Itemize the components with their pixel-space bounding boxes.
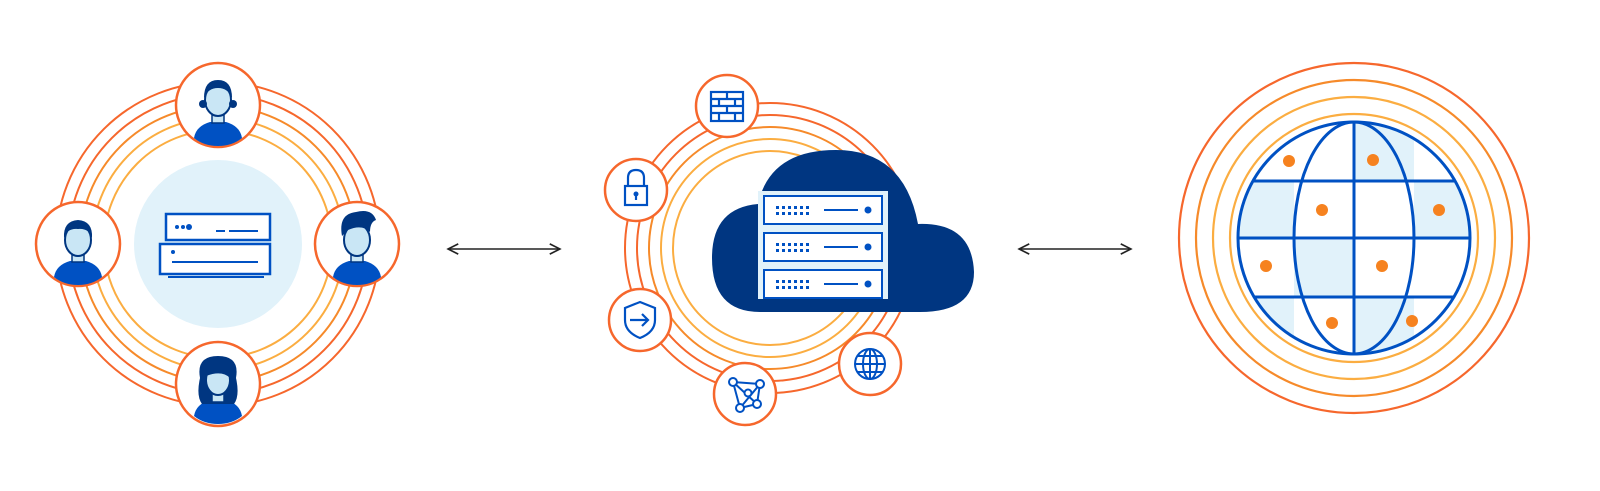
globe-icon xyxy=(837,331,903,397)
globe-icon xyxy=(1236,120,1472,356)
user-network-group xyxy=(34,61,401,428)
cloud-services-group xyxy=(603,73,974,427)
globe-rings xyxy=(1177,61,1531,415)
person-icon xyxy=(34,200,122,288)
firewall-icon xyxy=(694,73,760,139)
person-icon xyxy=(174,340,262,428)
shield-icon xyxy=(607,287,673,353)
globe-location-dots xyxy=(1260,154,1445,329)
lock-icon xyxy=(603,157,669,223)
person-icon xyxy=(313,200,401,288)
network-icon xyxy=(712,361,778,427)
person-icon xyxy=(174,61,262,149)
server-rack-icon xyxy=(758,191,888,299)
internet-group xyxy=(1177,61,1531,415)
server-icon xyxy=(158,212,272,278)
